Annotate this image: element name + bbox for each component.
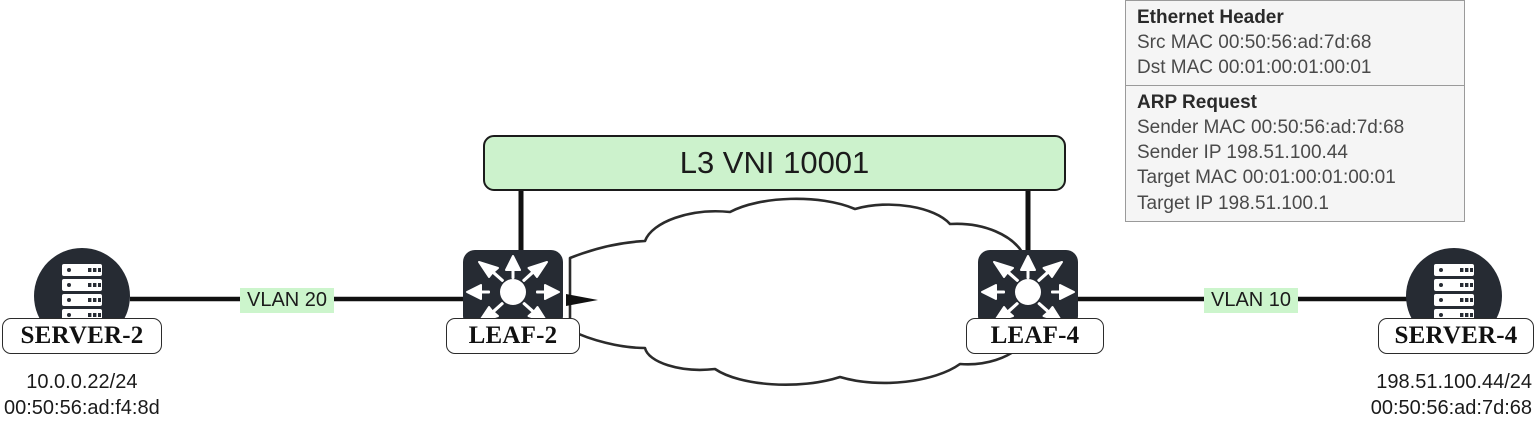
node-label-server-4: SERVER-4 (1378, 318, 1534, 354)
arp-target-mac: Target MAC 00:01:00:01:00:01 (1137, 167, 1396, 189)
server-4-mac: 00:50:56:ad:7d:68 (1370, 396, 1532, 419)
router-icon (978, 250, 1078, 328)
router-icon (463, 250, 563, 328)
server-icon-glyph (1434, 264, 1474, 336)
node-label-server-4-text: SERVER-4 (1394, 322, 1518, 349)
ethernet-dst-mac: Dst MAC 00:01:00:01:00:01 (1137, 57, 1372, 79)
node-label-server-2-text: SERVER-2 (20, 322, 144, 349)
node-label-leaf-4: LEAF-4 (966, 318, 1104, 354)
node-label-leaf-4-text: LEAF-4 (990, 322, 1080, 349)
l3-vni-label: L3 VNI 10001 (679, 145, 870, 180)
packet-section-ethernet-header: Ethernet Header Src MAC 00:50:56:ad:7d:6… (1126, 1, 1464, 85)
arp-sender-ip: Sender IP 198.51.100.44 (1137, 142, 1348, 164)
vlan-label-10: VLAN 10 (1204, 288, 1299, 313)
ethernet-header-title: Ethernet Header (1137, 7, 1284, 28)
traffic-direction-arrow (566, 294, 598, 306)
router-icon-glyph (981, 255, 1075, 323)
packet-info-panel: Ethernet Header Src MAC 00:50:56:ad:7d:6… (1125, 0, 1465, 222)
endpoint-info-server-4: 198.51.100.44/24 00:50:56:ad:7d:68 (1340, 370, 1532, 421)
router-icon-glyph (466, 255, 560, 323)
underlay-fabric-cloud (568, 197, 1024, 386)
arp-target-ip: Target IP 198.51.100.1 (1137, 192, 1329, 214)
server-2-ip: 10.0.0.22/24 (26, 371, 138, 393)
arp-request-title: ARP Request (1137, 92, 1258, 114)
endpoint-info-server-2: 10.0.0.22/24 00:50:56:ad:f4:8d (4, 370, 160, 421)
node-leaf-4[interactable] (978, 250, 1078, 328)
node-label-leaf-2: LEAF-2 (446, 318, 580, 354)
server-2-mac: 00:50:56:ad:f4:8d (4, 396, 160, 419)
node-leaf-2[interactable] (463, 250, 563, 328)
vlan-label-10-text: VLAN 10 (1211, 289, 1292, 311)
ethernet-src-mac: Src MAC 00:50:56:ad:7d:68 (1137, 32, 1372, 54)
vlan-label-20-text: VLAN 20 (247, 289, 328, 311)
packet-section-arp-request: ARP Request Sender MAC 00:50:56:ad:7d:68… (1126, 85, 1464, 220)
arp-sender-mac: Sender MAC 00:50:56:ad:7d:68 (1137, 117, 1405, 139)
node-label-server-2: SERVER-2 (2, 318, 162, 354)
node-label-leaf-2-text: LEAF-2 (468, 322, 558, 349)
vlan-label-20: VLAN 20 (240, 288, 335, 313)
server-4-ip: 198.51.100.44/24 (1376, 371, 1532, 393)
l3-vni-box: L3 VNI 10001 (483, 135, 1066, 191)
